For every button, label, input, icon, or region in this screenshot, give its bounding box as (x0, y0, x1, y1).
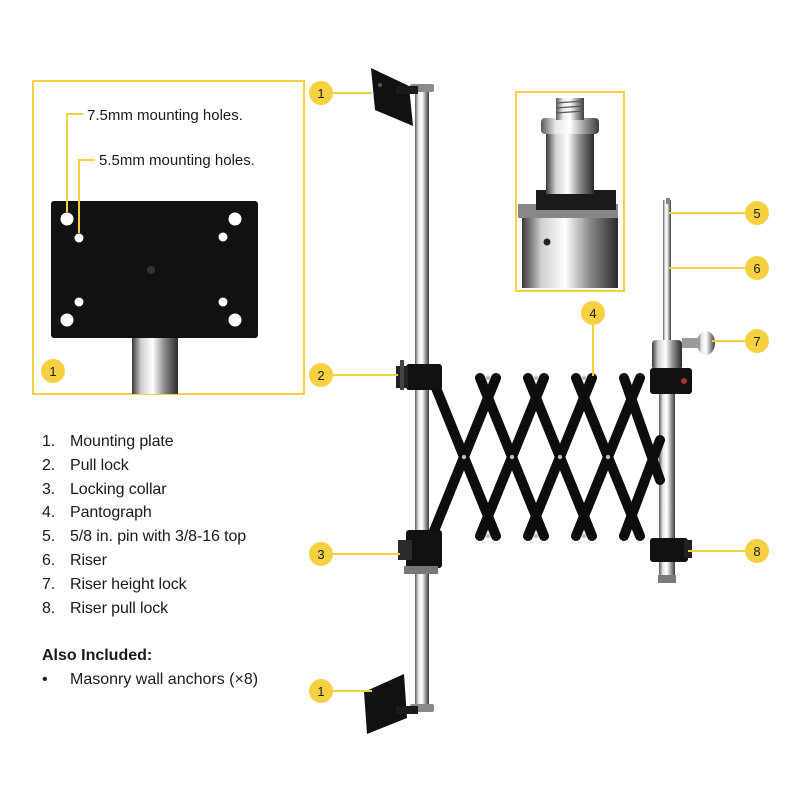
list-item: 3.Locking collar (42, 480, 167, 498)
large-holes-label: 7.5mm mounting holes. (87, 107, 243, 124)
svg-text:1: 1 (317, 684, 324, 699)
mounting-plate-inset: 7.5mm mounting holes. 5.5mm mounting hol… (32, 80, 305, 395)
pull-lock (396, 360, 442, 390)
callout-8: 8 (745, 539, 769, 563)
riser-height-lock (652, 331, 715, 370)
riser-pull-lock (650, 538, 692, 562)
list-item: 5.5/8 in. pin with 3/8-16 top (42, 528, 247, 546)
small-holes-label: 5.5mm mounting holes. (99, 152, 255, 169)
svg-text:1: 1 (49, 364, 56, 379)
mounting-holes (60, 212, 242, 327)
callout-4: 4 (581, 301, 605, 325)
also-included-title: Also Included: (42, 647, 153, 664)
callout-1-bottom: 1 (309, 679, 333, 703)
callout-1-inset: 1 (41, 359, 65, 383)
wall-pole (410, 84, 434, 712)
list-item: 6.Riser (42, 551, 107, 569)
bullet: • (42, 671, 48, 688)
pantograph (427, 373, 665, 541)
also-included-item: Masonry wall anchors (×8) (70, 671, 259, 688)
svg-text:3: 3 (317, 547, 324, 562)
svg-text:6: 6 (753, 261, 760, 276)
riser-pole (658, 198, 676, 583)
pin-detail-inset (515, 91, 625, 292)
callout-2: 2 (309, 363, 333, 387)
leader-large-holes (66, 113, 83, 212)
leader-small-holes (78, 159, 95, 233)
list-item: 1.Mounting plate (42, 433, 174, 450)
svg-text:5: 5 (753, 206, 760, 221)
list-item: 4.Pantograph (42, 504, 152, 522)
leader-lines (332, 92, 745, 692)
plate-post (132, 336, 178, 394)
parts-list: 1.Mounting plate 2.Pull lock 3.Locking c… (42, 430, 302, 620)
list-item: • Masonry wall anchors (×8) (42, 669, 342, 691)
svg-text:8: 8 (753, 544, 760, 559)
svg-text:4: 4 (589, 306, 596, 321)
svg-text:7: 7 (753, 334, 760, 349)
top-mounting-plate (371, 68, 418, 126)
svg-text:2: 2 (317, 368, 324, 383)
pantograph-pivots (461, 375, 611, 539)
callout-7: 7 (745, 329, 769, 353)
center-hole (147, 266, 155, 274)
list-item: 8.Riser pull lock (42, 599, 169, 617)
bottom-mounting-plate (364, 674, 418, 734)
also-included: Also Included: • Masonry wall anchors (×… (42, 645, 342, 691)
callout-1-top: 1 (309, 81, 333, 105)
riser-top-bracket (650, 368, 692, 394)
callout-3: 3 (309, 542, 333, 566)
list-item: 2.Pull lock (42, 456, 129, 474)
callout-6: 6 (745, 256, 769, 280)
locking-collar (398, 530, 442, 574)
svg-text:1: 1 (317, 86, 324, 101)
list-item: 7.Riser height lock (42, 575, 187, 593)
callout-5: 5 (745, 201, 769, 225)
